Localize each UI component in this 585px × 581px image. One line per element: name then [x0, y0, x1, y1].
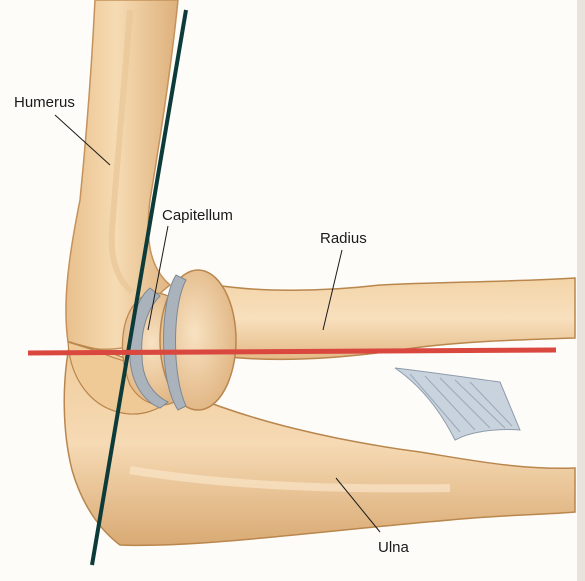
forearm-axis-line	[28, 350, 556, 353]
humerus-label: Humerus	[14, 94, 75, 111]
capitellum-label: Capitellum	[162, 207, 233, 224]
page-edge	[577, 0, 585, 581]
radius-bone	[215, 278, 575, 359]
radius-label: Radius	[320, 230, 367, 247]
ulna-label: Ulna	[378, 539, 410, 556]
